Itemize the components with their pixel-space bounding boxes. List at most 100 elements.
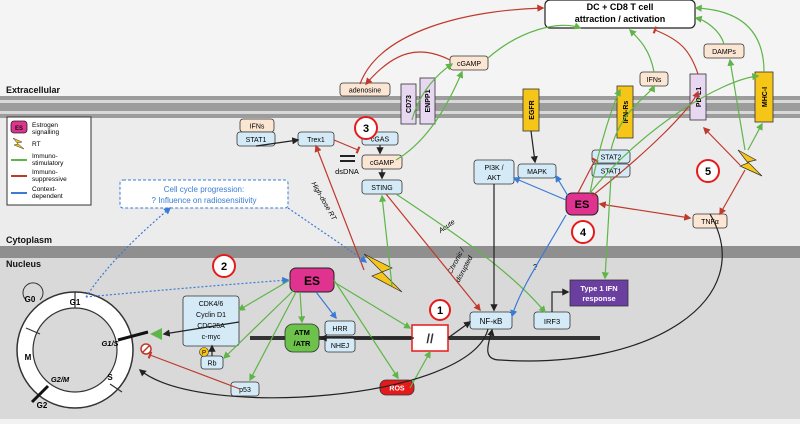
legend-context-label: Context- [32, 186, 57, 193]
cell-cycle-note-box [119, 179, 289, 209]
dsdna-label: dsDNA [335, 167, 359, 176]
cell-cycle-wheel: G0 G1 G1/S S G2/M G2 M [16, 282, 149, 410]
dsb-label: // [426, 331, 434, 346]
cgamp-extracellular-box [449, 55, 489, 71]
legend: ES Estrogen signalling RT Immuno- stimul… [6, 116, 92, 206]
m-label: M [25, 353, 32, 362]
adenosine-label: adenosine [349, 88, 381, 95]
g0-label: G0 [25, 295, 36, 304]
marker-5: 5 [696, 159, 720, 183]
cell-membrane [0, 96, 800, 118]
g2-label: G2 [37, 401, 48, 410]
legend-supp-label: Immuno- [32, 169, 58, 176]
sting-label: STING [371, 185, 392, 192]
rt-bolt-nucleus-icon [363, 253, 403, 293]
es-cytoplasm-node [565, 192, 599, 216]
irf3-label: IRF3 [544, 317, 560, 326]
mhc-i-label: MHC-I [762, 87, 769, 107]
es-cytoplasm-label: ES [575, 199, 590, 211]
legend-es-badge: ES [15, 126, 23, 132]
cgamp-cytoplasm-label: cGAMP [370, 160, 394, 167]
cytoplasm-label: Cytoplasm [6, 235, 52, 245]
ifns-cytoplasm-label: IFNs [250, 124, 265, 131]
g2m-checkpoint [30, 384, 50, 404]
akt-label: AKT [487, 175, 501, 182]
stat1-label: STAT1 [601, 169, 622, 176]
p53-label: p53 [239, 387, 251, 394]
enpp1-box [419, 77, 436, 125]
legend-es-label: Estrogen [32, 122, 58, 129]
trex1-label: Trex1 [307, 137, 325, 144]
ifn-rs-label: IFN-Rs [623, 101, 630, 124]
ifns-extracellular-label: IFNs [647, 77, 662, 84]
sting-box [361, 179, 403, 195]
marker-2-label: 2 [221, 261, 227, 273]
nhej-label: NHEJ [331, 343, 349, 350]
mapk-box [517, 163, 557, 179]
marker-4-label: 4 [580, 227, 587, 239]
legend-es-label2: signalling [32, 129, 59, 136]
tnfa-label: TNFα [701, 219, 719, 226]
cell-cycle-note-line1: Cell cycle progression: [164, 185, 244, 194]
ros-label: ROS [389, 386, 405, 393]
hrr-label: HRR [332, 326, 347, 333]
dc-cd8-box [544, 0, 696, 29]
rb-label: Rb [208, 361, 217, 368]
es-nucleus-label: ES [304, 274, 320, 288]
phospho-label: P [202, 351, 206, 357]
adenosine-box [339, 82, 391, 97]
cdk46-label: CDK4/6 [199, 301, 224, 308]
legend-stim-label2: stimulatory [32, 160, 64, 167]
nuclear-membrane [0, 246, 800, 258]
type1-ifn-box [569, 279, 629, 307]
cgas-label: cGAS [371, 137, 390, 144]
dc-cd8-line2: attraction / activation [575, 14, 666, 24]
atr-label: /ATR [294, 339, 312, 348]
marker-1-label: 1 [437, 305, 443, 317]
cyclin-d1-label: Cyclin D1 [196, 312, 226, 319]
type1-ifn-line2: response [582, 294, 615, 303]
atm-atr-box [284, 323, 320, 353]
marker-5-label: 5 [705, 166, 711, 178]
p53-box [230, 381, 260, 397]
stat2-label: STAT2 [601, 155, 622, 162]
enpp1-label: ENPP1 [425, 89, 432, 112]
marker-2: 2 [212, 254, 236, 278]
rt-bolt-cytoplasm-icon [737, 149, 763, 177]
cd73-box [400, 83, 417, 125]
marker-3-label: 3 [363, 123, 369, 135]
cd73-label: CD73 [406, 95, 413, 113]
s-label: S [107, 373, 113, 382]
legend-supp-label2: suppressive [32, 176, 67, 183]
mapk-label: MAPK [527, 169, 547, 176]
progression-arrow-icon [150, 328, 162, 340]
atm-label: ATM [294, 328, 310, 337]
hrr-box [324, 320, 356, 336]
legend-rt-icon [12, 137, 25, 150]
legend-context-label2: dependent [32, 193, 63, 200]
damps-label: DAMPs [712, 49, 736, 56]
nfkb-label: NF-κB [480, 317, 503, 326]
g2m-label: G2/M [51, 375, 70, 384]
phospho-marker [199, 347, 209, 357]
stat1-left-label: STAT1 [246, 137, 267, 144]
egfr-label: EGFR [529, 100, 536, 119]
legend-rt-label: RT [32, 141, 41, 148]
extracellular-label: Extracellular [6, 85, 61, 95]
nucleus-label: Nucleus [6, 259, 41, 269]
dc-cd8-line1: DC + CD8 T cell [587, 2, 654, 12]
g1s-label: G1/S [101, 339, 118, 348]
type1-ifn-line1: Type 1 IFN [580, 284, 617, 293]
g1s-checkpoint [117, 330, 149, 342]
marker-3: 3 [354, 116, 378, 140]
g1-label: G1 [70, 298, 81, 307]
marker-4: 4 [571, 220, 595, 244]
cell-cycle-note-line2: ? Influence on radiosensitivity [152, 196, 257, 205]
legend-stim-label: Immuno- [32, 153, 58, 160]
cmyc-label: c-myc [202, 334, 221, 341]
cgamp-extracellular-label: cGAMP [457, 61, 481, 68]
pi3k-label: PI3K / [484, 165, 503, 172]
marker-1: 1 [429, 299, 451, 321]
